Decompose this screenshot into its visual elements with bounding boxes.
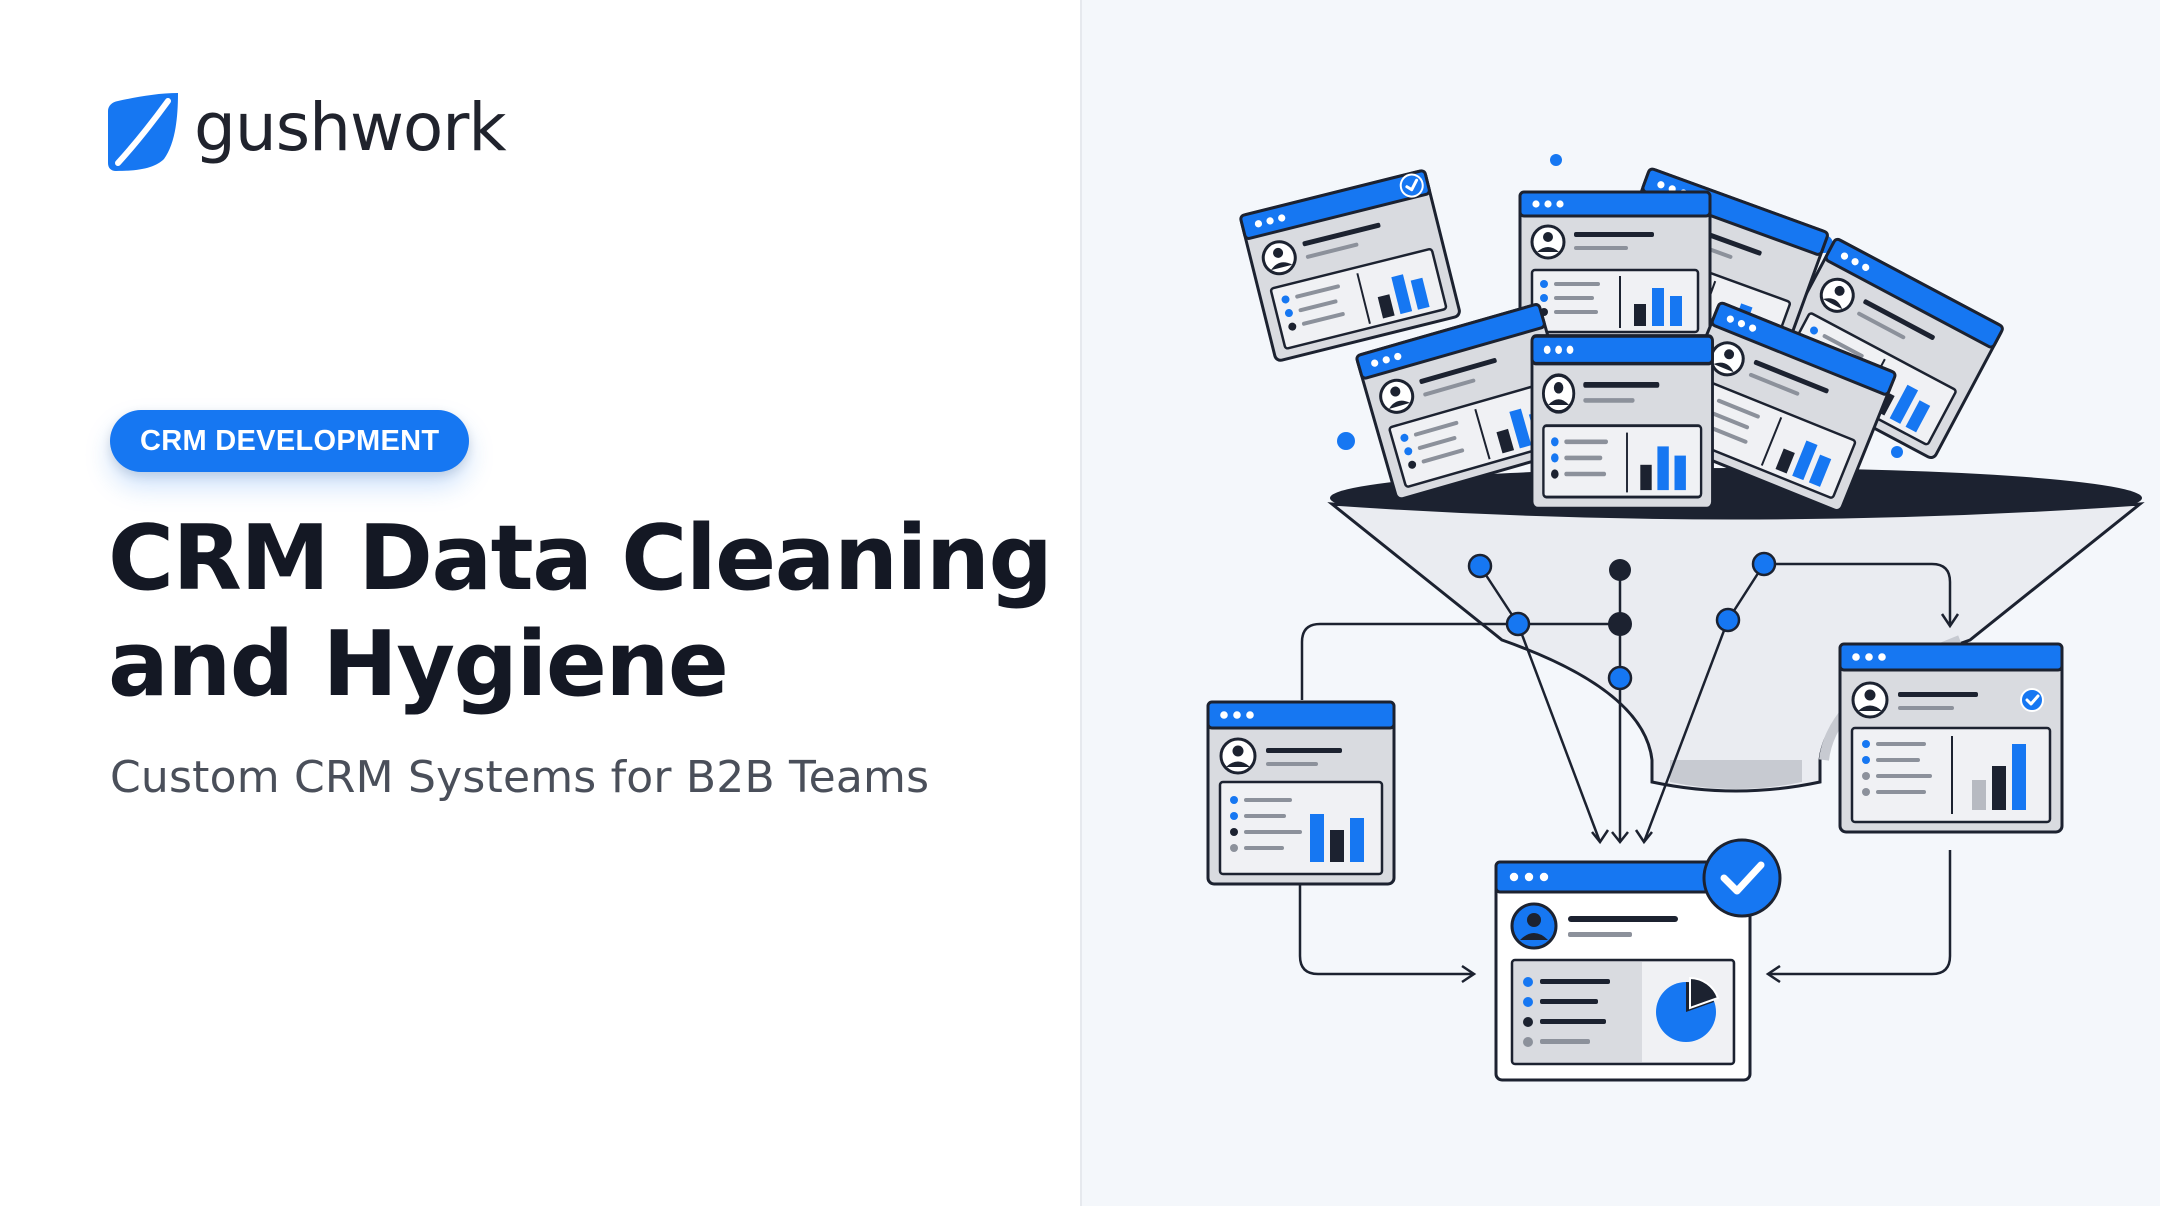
pie-chart-icon [1656, 976, 1720, 1042]
page-title-line-1: CRM Data Cleaning [108, 506, 1053, 611]
crm-window-icon [1238, 168, 1463, 364]
page-subtitle: Custom CRM Systems for B2B Teams [110, 752, 930, 803]
brand-name: gushwork [194, 89, 507, 166]
decor-dot [1550, 154, 1562, 166]
crm-window-icon [1206, 700, 1396, 886]
page-title: CRM Data Cleaning and Hygiene [108, 506, 1068, 718]
checkmark-badge-icon [1702, 838, 1782, 918]
gushwork-leaf-icon [108, 93, 178, 171]
brand-logo-lockup: gushwork [108, 89, 507, 172]
crm-window-icon [1838, 642, 2064, 834]
left-panel: gushwork CRM DEVELOPMENT CRM Data Cleani… [108, 89, 1068, 803]
panel-divider [1080, 0, 1082, 1206]
page-title-line-2: and Hygiene [108, 612, 729, 717]
decor-dot [1337, 432, 1355, 450]
crm-window-icon [1518, 190, 1712, 344]
crm-funnel-illustration [1206, 154, 2145, 1082]
crm-window-icon [1530, 334, 1715, 511]
checkmark-badge-icon [2019, 687, 2045, 713]
category-badge: CRM DEVELOPMENT [110, 410, 470, 472]
decor-dot [1891, 446, 1903, 458]
crm-window-icon [1494, 860, 1752, 1082]
